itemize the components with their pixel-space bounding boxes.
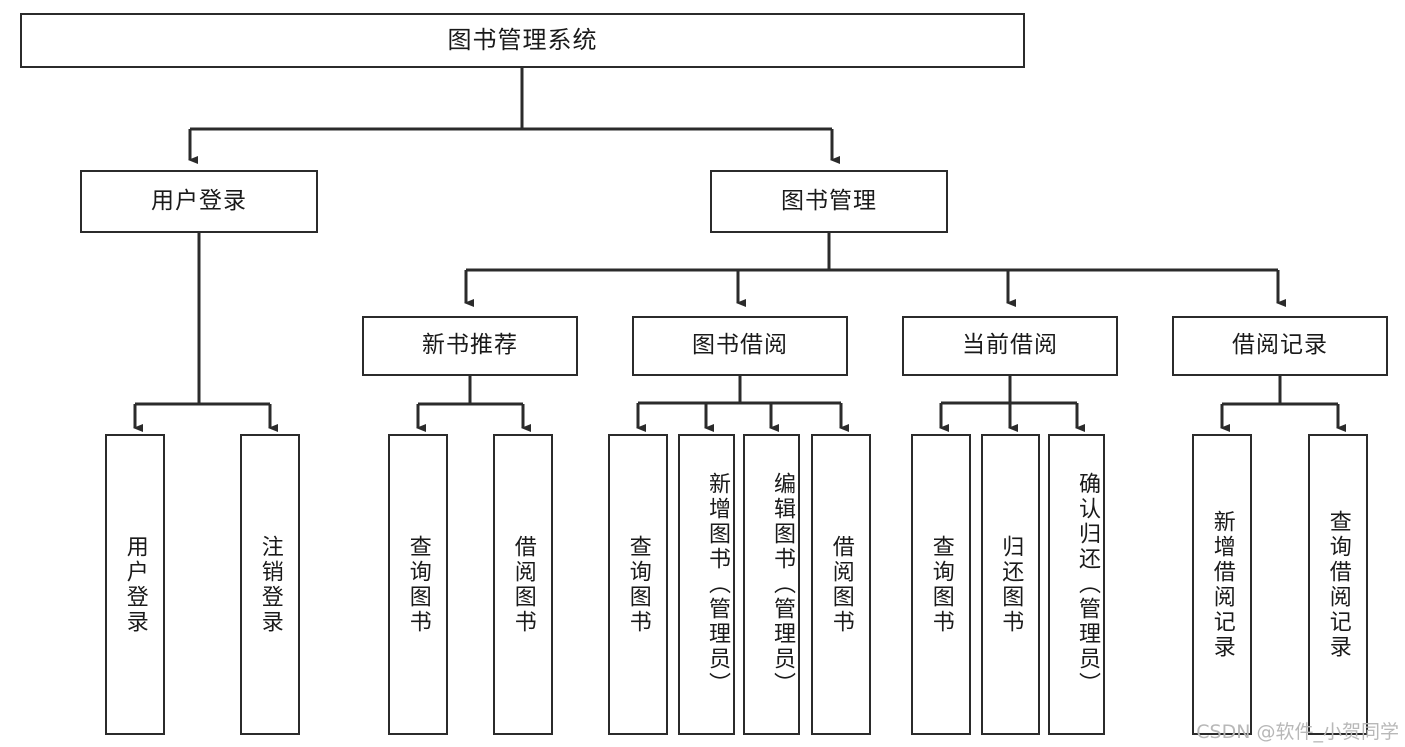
node-new-book-recommend[interactable]: 新书推荐: [362, 316, 578, 376]
node-label: 新增图书（管理员）: [705, 472, 730, 697]
leaf-current-query-book[interactable]: 查询图书: [911, 434, 971, 735]
leaf-borrow-borrow-book[interactable]: 借阅图书: [811, 434, 871, 735]
node-label: 归还图书: [998, 534, 1024, 635]
node-label: 确认归还（管理员）: [1075, 472, 1100, 697]
node-label: 图书管理: [781, 187, 877, 214]
node-book-management[interactable]: 图书管理: [710, 170, 948, 233]
node-label: 查询图书: [928, 534, 954, 635]
node-current-borrow[interactable]: 当前借阅: [902, 316, 1118, 376]
node-label: 用户登录: [151, 187, 247, 214]
leaf-record-add-record[interactable]: 新增借阅记录: [1192, 434, 1252, 735]
leaf-borrow-add-book-admin[interactable]: 新增图书（管理员）: [678, 434, 735, 735]
leaf-recommend-borrow-book[interactable]: 借阅图书: [493, 434, 553, 735]
node-root-system[interactable]: 图书管理系统: [20, 13, 1025, 68]
leaf-borrow-query-book[interactable]: 查询图书: [608, 434, 668, 735]
node-label: 借阅图书: [828, 534, 854, 635]
node-label: 图书借阅: [692, 332, 788, 359]
node-label: 查询图书: [625, 534, 651, 635]
node-label: 借阅记录: [1232, 332, 1328, 359]
leaf-record-query-record[interactable]: 查询借阅记录: [1308, 434, 1368, 735]
leaf-recommend-query-book[interactable]: 查询图书: [388, 434, 448, 735]
node-label: 新增借阅记录: [1209, 509, 1235, 660]
watermark-text: CSDN @软件_小贺同学: [1196, 721, 1399, 743]
node-user-login[interactable]: 用户登录: [80, 170, 318, 233]
leaf-borrow-edit-book-admin[interactable]: 编辑图书（管理员）: [743, 434, 800, 735]
node-book-borrow[interactable]: 图书借阅: [632, 316, 848, 376]
node-label: 新书推荐: [422, 332, 518, 359]
node-label: 编辑图书（管理员）: [770, 472, 795, 697]
node-label: 查询图书: [405, 534, 431, 635]
node-borrow-record[interactable]: 借阅记录: [1172, 316, 1388, 376]
leaf-current-return-book[interactable]: 归还图书: [981, 434, 1040, 735]
node-label: 图书管理系统: [447, 26, 598, 55]
node-label: 查询借阅记录: [1325, 509, 1351, 660]
leaf-user-login-logout[interactable]: 注销登录: [240, 434, 300, 735]
node-label: 当前借阅: [962, 332, 1058, 359]
leaf-current-confirm-return-admin[interactable]: 确认归还（管理员）: [1048, 434, 1105, 735]
node-label: 用户登录: [122, 534, 148, 635]
node-label: 借阅图书: [510, 534, 536, 635]
node-label: 注销登录: [257, 534, 283, 635]
leaf-user-login-login[interactable]: 用户登录: [105, 434, 165, 735]
